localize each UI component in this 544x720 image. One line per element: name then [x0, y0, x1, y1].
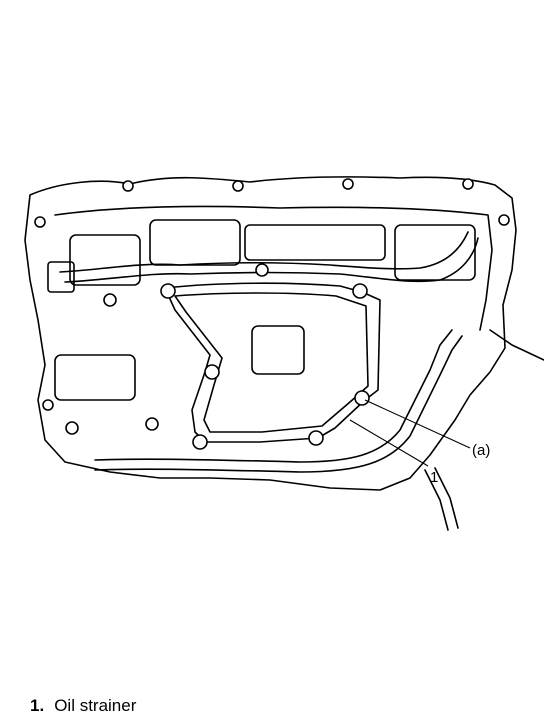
valve-block-left [69, 234, 141, 286]
oil-tube [94, 329, 463, 473]
case-bolt-5 [42, 399, 54, 411]
flange-bolt-6 [498, 214, 510, 226]
valve-block-lower-left [54, 354, 136, 401]
flange-bolt-3 [342, 178, 354, 190]
bolt-right [354, 390, 370, 406]
valve-block-right [394, 224, 476, 281]
callout-1: 1 [430, 469, 438, 486]
wiring-harness [59, 231, 479, 283]
bolt-middle-left [204, 364, 220, 380]
side-pipe [489, 329, 544, 361]
case-bolt-1 [103, 293, 117, 307]
leader-line-a [364, 399, 471, 449]
callout-a: (a) [472, 442, 490, 459]
legend: 1. Oil strainer [30, 696, 136, 716]
flange-bolt-4 [462, 178, 474, 190]
valve-block-center-2 [244, 224, 386, 261]
bolt-bottom-center [308, 430, 324, 446]
legend-label: Oil strainer [54, 696, 137, 715]
flange-bolt-1 [122, 180, 134, 192]
strainer-center-boss [251, 325, 305, 375]
leader-line-1 [349, 419, 429, 467]
bolt-bottom-left [192, 434, 208, 450]
case-bolt-3 [65, 421, 79, 435]
case-flange-outline [24, 176, 517, 491]
oil-strainer-inner-rim [174, 292, 369, 433]
case-bolt-4 [145, 417, 159, 431]
oil-strainer-outline [164, 282, 381, 443]
harness-connector [47, 261, 75, 293]
case-inner-rim [54, 205, 493, 331]
bolt-top-left [160, 283, 176, 299]
flange-bolt-5 [34, 216, 46, 228]
bolt-top-right [352, 283, 368, 299]
case-bolt-2 [255, 263, 269, 277]
valve-block-center [149, 219, 241, 266]
lower-stub-tube [424, 467, 459, 531]
flange-bolt-2 [232, 180, 244, 192]
legend-number: 1. [30, 696, 45, 715]
